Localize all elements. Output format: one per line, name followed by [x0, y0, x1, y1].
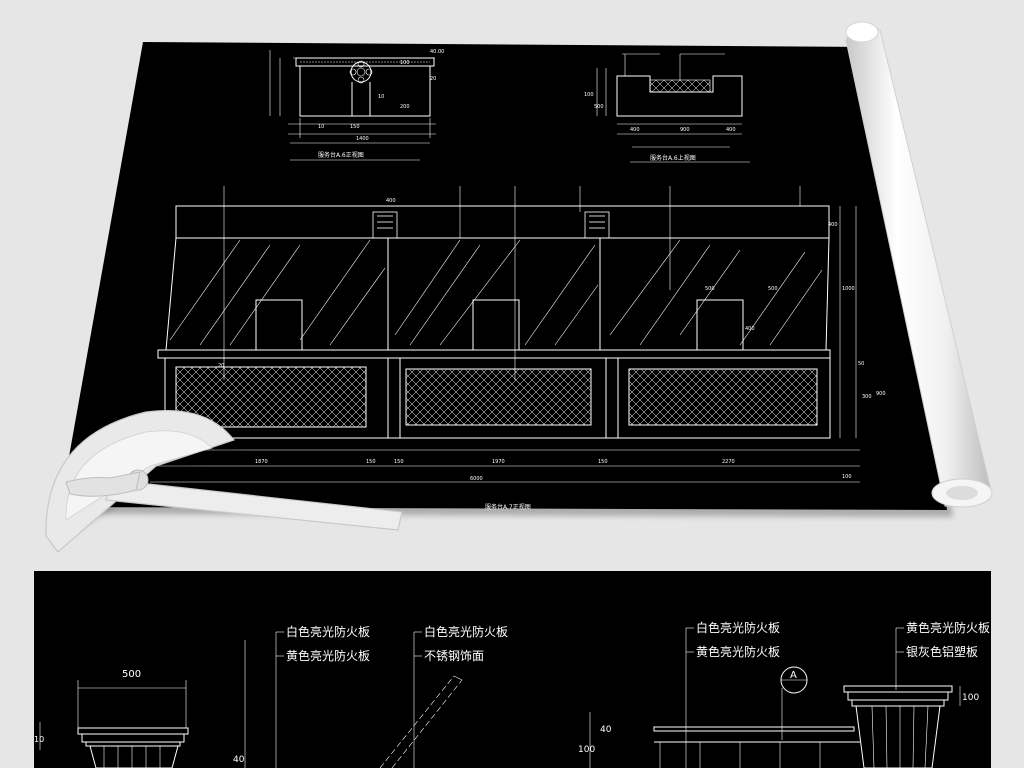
- detail-front-view-left: 40.00 100 20 10 150 200 10 1400 服务台A.6正视…: [269, 49, 444, 161]
- dim-2270: 2270: [722, 459, 735, 465]
- note-3-line-2: 黄色亮光防火板: [696, 644, 780, 659]
- note-4: 黄色亮光防火板 银灰色铝塑板 100: [843, 620, 990, 768]
- dim-10-bottom: 10: [34, 735, 44, 744]
- dim-100-mid: 100: [578, 745, 595, 755]
- note-4-line-2: 银灰色铝塑板: [906, 644, 978, 659]
- dim-40-bottom: 40: [233, 755, 245, 765]
- dim-20: 20: [430, 76, 436, 82]
- dim-500-bottom: 500: [122, 669, 141, 680]
- dim-400-right: 400: [726, 127, 736, 133]
- dim-150-b: 150: [394, 459, 404, 465]
- dim-window-500-a: 500: [705, 286, 715, 292]
- note-3-line-1: 白色亮光防火板: [696, 620, 780, 635]
- bottom-blueprint-sheet: 500 10 40 白色亮光防火板 黄色亮光防火板: [34, 571, 991, 768]
- dim-500-vert: 500: [594, 104, 604, 110]
- mesh-panel-3: [628, 368, 818, 426]
- note-1: 白色亮光防火板 黄色亮光防火板: [275, 624, 370, 768]
- note-1-line-2: 黄色亮光防火板: [286, 648, 370, 663]
- dim-150-a: 150: [366, 459, 376, 465]
- paper-roll: [845, 21, 993, 508]
- column-left: 500 10 40: [34, 640, 246, 768]
- counter-base: [164, 357, 831, 439]
- dim-20-left: 20: [218, 363, 224, 369]
- note-2: 白色亮光防火板 不锈钢饰面: [379, 624, 508, 768]
- note-4-line-1: 黄色亮光防火板: [906, 620, 990, 635]
- note-2-line-1: 白色亮光防火板: [424, 624, 508, 639]
- dim-40: 40.00: [430, 49, 444, 55]
- dim-100-right-bottom: 100: [962, 693, 979, 703]
- bottom-sheet-background: [34, 571, 991, 768]
- detail-right-title: 服务台A.6上视图: [650, 154, 696, 162]
- dim-50: 50: [858, 361, 864, 367]
- detail-top-view-right: 400 900 400 100 500 服务台A.6上视图: [584, 53, 750, 163]
- dim-1000-right: 1000: [842, 286, 855, 292]
- dim-window-500-b: 500: [768, 286, 778, 292]
- note-2-line-2: 不锈钢饰面: [424, 649, 484, 663]
- detail-left-title: 服务台A.6正视图: [318, 151, 364, 159]
- dim-6000: 6000: [470, 476, 483, 482]
- dim-400-right: 400: [828, 222, 838, 228]
- section-marker-label: A: [790, 670, 797, 681]
- dim-150: 150: [350, 124, 360, 130]
- dim-10: 10: [378, 94, 384, 100]
- note-1-line-1: 白色亮光防火板: [286, 624, 370, 639]
- dim-40-mid: 40: [600, 725, 612, 735]
- dim-400-top: 400: [386, 198, 396, 204]
- dim-100: 100: [400, 60, 410, 66]
- dim-200: 200: [400, 104, 410, 110]
- rosette-ornament: [350, 61, 372, 83]
- dim-100-vert: 100: [584, 92, 594, 98]
- elevation-title: 服务台A.7正视图: [485, 503, 531, 511]
- dim-900: 900: [680, 127, 690, 133]
- dim-150-c: 150: [598, 459, 608, 465]
- dim-100-corner: 100: [842, 474, 852, 480]
- dim-1400: 1400: [356, 136, 369, 142]
- glass-hatch: [169, 239, 823, 346]
- dim-window-400: 400: [745, 326, 755, 332]
- mesh-panel-2: [405, 368, 592, 426]
- dim-1970: 1970: [492, 459, 505, 465]
- top-blueprint-sheet: 40.00 100 20 10 150 200 10 1400 服务台A.6正视…: [60, 42, 953, 517]
- protractor-tool: [45, 409, 403, 553]
- note-3: 白色亮光防火板 黄色亮光防火板 40 100 A: [578, 620, 860, 768]
- dim-1870: 1870: [255, 459, 268, 465]
- dim-400-left: 400: [630, 127, 640, 133]
- dim-300-right: 300: [862, 394, 872, 400]
- elevation-drawing: 1870 150 150 1970 150 2270 6000 400 1000…: [150, 186, 886, 511]
- dim-900-right: 900: [876, 391, 886, 397]
- dim-10b: 10: [318, 124, 324, 130]
- mesh-panel-1: [175, 366, 367, 428]
